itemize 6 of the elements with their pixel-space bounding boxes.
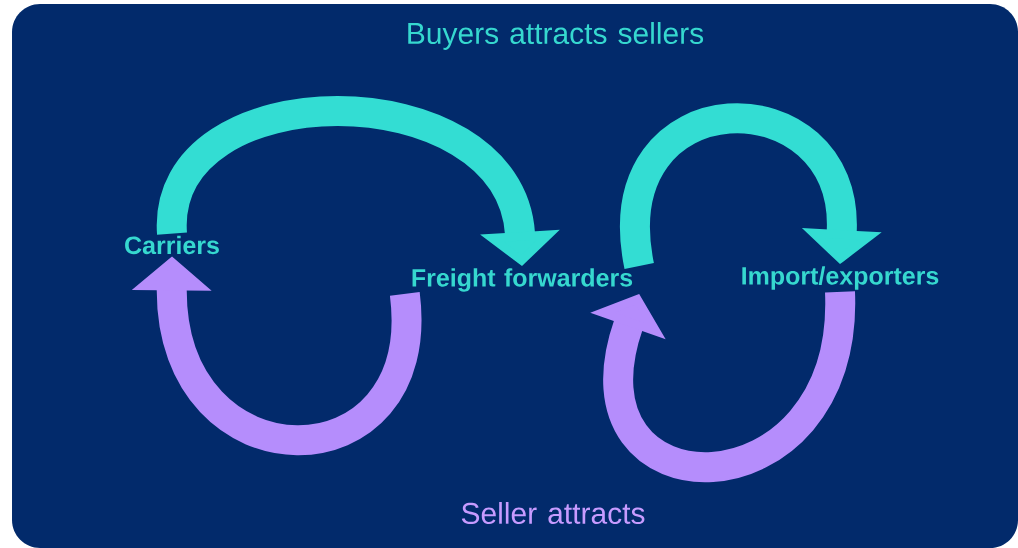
- caption-text: Buyers attracts sellers: [408, 22, 704, 50]
- node-label: Carriers: [125, 235, 219, 255]
- node-label: Import/exporters: [742, 266, 939, 290]
- curved-arrow: [590, 290, 855, 482]
- node-label: Freight forwarders: [412, 268, 633, 292]
- caption-text: Seller attracts: [461, 502, 645, 524]
